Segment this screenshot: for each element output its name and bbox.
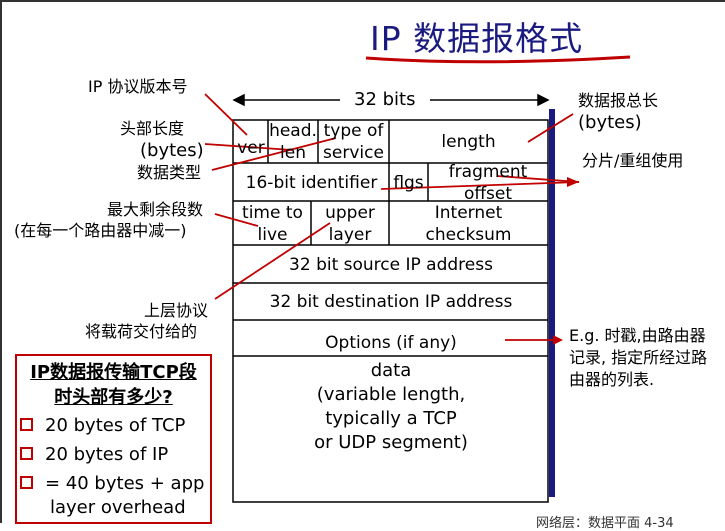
question-item-tcp: 20 bytes of TCP: [20, 414, 185, 438]
field-source-address: 32 bit source IP address: [289, 254, 493, 275]
label-head-len-unit: (bytes): [140, 140, 204, 161]
leader-arrowheads: [553, 177, 579, 345]
bits-arrow: [232, 93, 550, 107]
label-fragmentation: 分片/重组使用: [582, 151, 684, 170]
square-bullet-icon: [20, 475, 33, 489]
field-flags: flgs: [393, 172, 424, 193]
field-options: Options (if any): [325, 332, 457, 353]
question-item-ip: 20 bytes of IP: [20, 443, 168, 467]
header-box-shadow: [549, 109, 555, 497]
label-upper-note: 将载荷交付给的: [85, 322, 198, 341]
question-title: IP数据报传输TCP段 时头部有多少?: [30, 362, 197, 408]
field-destination-address: 32 bit destination IP address: [269, 292, 513, 312]
label-ttl-note: (在每一个路由器中减一): [14, 221, 187, 240]
field-identifier: 16-bit identifier: [245, 172, 378, 193]
field-data: data (variable length, typically a TCP o…: [314, 360, 468, 453]
slide-footer: 网络层：数据平面 4-34: [536, 516, 674, 531]
question-item-total: = 40 bytes + app: [20, 472, 204, 496]
label-tos: 数据类型: [137, 163, 202, 182]
label-upper: 上层协议: [144, 301, 209, 320]
question-box: [15, 354, 212, 524]
field-length: length: [441, 132, 496, 152]
leader-lines: [204, 93, 580, 341]
label-head-len: 头部长度: [120, 119, 185, 138]
header-box: [232, 119, 549, 503]
label-version: IP 协议版本号: [88, 77, 188, 96]
label-options-1: E.g. 时戳,由路由器: [569, 326, 706, 345]
label-options-2: 记录, 指定所经过路: [569, 348, 708, 367]
title-underline: [365, 55, 631, 64]
field-ver: ver: [237, 138, 265, 158]
question-item-total-cont: layer overhead: [50, 497, 186, 518]
label-total-length: 数据报总长: [578, 91, 659, 110]
bits-label: 32 bits: [354, 89, 416, 110]
label-ttl: 最大剩余段数: [107, 200, 204, 219]
square-bullet-icon: [20, 417, 33, 431]
label-options-3: 由器的列表.: [569, 370, 655, 389]
header-grid: [233, 120, 548, 357]
field-head-len: head.len: [269, 121, 317, 163]
slide-title: IP 数据报格式: [370, 19, 584, 58]
square-bullet-icon: [20, 446, 33, 460]
label-total-length-unit: (bytes): [578, 112, 642, 133]
